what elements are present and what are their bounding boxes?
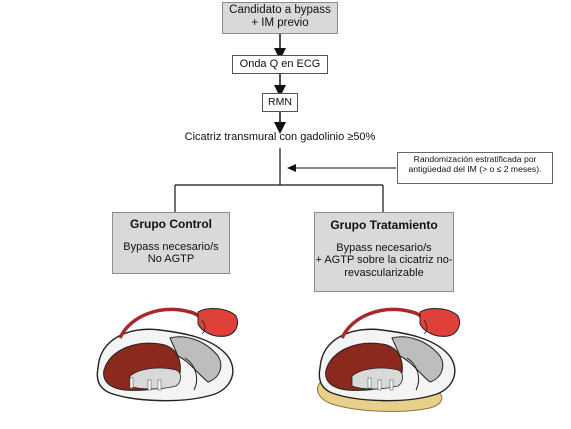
control-line2: No AGTP [147, 253, 195, 266]
heart-illustration-control [96, 307, 239, 402]
candidate-line2: + IM previo [251, 17, 309, 30]
ecg-label: Onda Q en ECG [239, 58, 321, 70]
treatment-group-box: Grupo Tratamiento Bypass necesario/s + A… [314, 212, 454, 292]
treatment-title: Grupo Tratamiento [330, 218, 438, 232]
control-title: Grupo Control [130, 217, 212, 231]
randomization-line1: Randomización estratificada por [413, 154, 537, 164]
treatment-line2: + AGTP sobre la cicatriz no- [315, 254, 453, 267]
rmn-box: RMN [262, 93, 298, 112]
candidate-box: Candidato a bypass + IM previo [222, 2, 338, 34]
criterion-label: Cicatriz transmural con gadolinio ≥50% [184, 131, 376, 143]
ecg-box: Onda Q en ECG [232, 55, 328, 74]
criterion-text: Cicatriz transmural con gadolinio ≥50% [160, 131, 400, 143]
randomization-box: Randomización estratificada por antigüed… [397, 152, 553, 184]
control-group-box: Grupo Control Bypass necesario/s No AGTP [112, 212, 230, 274]
rmn-label: RMN [268, 96, 292, 108]
heart-illustration-treatment [317, 307, 461, 412]
control-line1: Bypass necesario/s [123, 240, 219, 253]
randomization-line2: antigüedad del IM (> o ≤ 2 meses). [408, 163, 542, 174]
candidate-line1: Candidato a bypass [229, 4, 331, 16]
treatment-line3: revascularizable [344, 267, 424, 280]
treatment-line1: Bypass necesario/s [336, 241, 432, 254]
